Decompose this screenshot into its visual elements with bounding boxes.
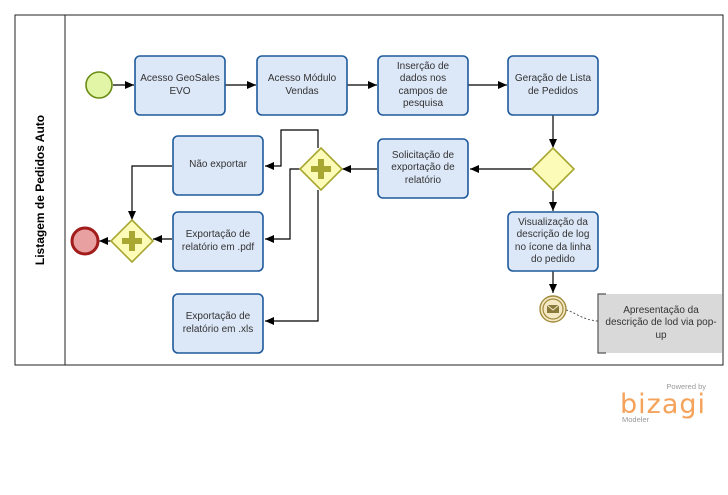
task-acesso-geosales: Acesso GeoSales EVO — [140, 73, 220, 97]
parallel-gateway-split-plus-icon — [298, 146, 344, 192]
task-exportacao-xls: Exportação de relatório em .xls — [182, 311, 254, 335]
task-insercao-dados: Inserção de dados nos campos de pesquisa — [396, 60, 450, 110]
annotation-box — [598, 294, 722, 353]
task-solicitacao-box — [377, 138, 469, 199]
task-acesso-vendas-box — [256, 55, 348, 116]
exclusive-gateway-diamond-icon — [530, 146, 576, 192]
flow-split-to-nao-exportar — [265, 129, 319, 170]
task-nao-exportar-box — [172, 135, 264, 196]
task-visualizacao-box — [507, 211, 599, 272]
task-insercao-box — [377, 55, 469, 116]
task-exportacao-pdf: Exportação de relatório em .pdf — [181, 229, 255, 253]
flow-split-to-pdf — [265, 168, 300, 243]
task-nao-exportar: Não exportar — [189, 159, 247, 171]
annotation-bracket — [597, 293, 606, 354]
end-event-icon — [70, 226, 100, 256]
lane-title: Listagem de Pedidos Auto — [33, 114, 47, 266]
flow-split-to-xls — [265, 190, 319, 325]
powered-by-label: Powered by — [666, 382, 706, 391]
message-event-envelope-icon — [539, 295, 567, 323]
task-xls-box — [172, 293, 264, 354]
parallel-gateway-join-plus-icon — [109, 218, 155, 264]
task-geracao-box — [507, 55, 599, 116]
task-acesso-geosales-box — [134, 55, 226, 116]
task-shapes — [134, 55, 599, 354]
modeler-label: Modeler — [622, 415, 650, 424]
text-annotation: Apresentação da descrição de lod via pop… — [605, 304, 717, 341]
bizagi-brand: Powered by bizagi Modeler — [620, 382, 710, 427]
task-geracao-lista: Geração de Lista de Pedidos — [514, 73, 592, 97]
start-event-icon — [85, 71, 113, 99]
bizagi-logo: bizagi — [620, 389, 706, 420]
flow-nao-exportar-to-join — [128, 165, 172, 220]
lane-header: Listagem de Pedidos Auto — [15, 15, 65, 365]
task-visualizacao-log: Visualização da descrição de log no ícon… — [514, 216, 592, 266]
task-pdf-box — [172, 211, 264, 272]
task-solicitacao-exportacao: Solicitação de exportação de relatório — [391, 149, 455, 186]
sequence-flows — [99, 81, 557, 325]
task-acesso-vendas: Acesso Módulo Vendas — [267, 73, 337, 97]
